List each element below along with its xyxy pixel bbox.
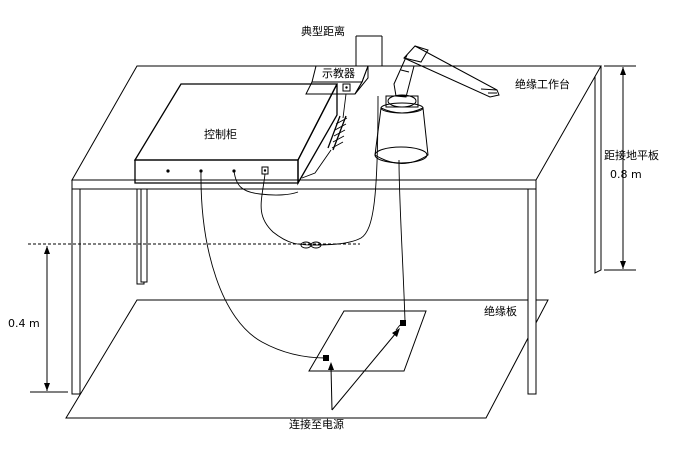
cabinet-robot-cable [260, 95, 379, 249]
pendant-cable [301, 93, 348, 179]
teach-pendant [305, 65, 369, 95]
table-legs [71, 66, 602, 395]
label-height-value: 0.8 m [610, 168, 642, 181]
label-teach-pendant: 示教器 [322, 67, 355, 80]
label-connect-power: 连接至电源 [289, 417, 344, 431]
insulation-board [308, 310, 427, 372]
label-typical-distance: 典型距离 [301, 24, 345, 38]
control-cabinet [133, 83, 339, 186]
label-floor-gap: 0.4 m [8, 317, 40, 330]
label-height-from-floor: 距接地平板 [604, 148, 659, 162]
floor-gap-dimension [30, 246, 68, 393]
cabinet-side-cable [233, 170, 299, 196]
ground-plane [65, 299, 549, 419]
power-arrows [328, 328, 400, 411]
label-insulated-workbench: 绝缘工作台 [515, 77, 570, 91]
power-cables [200, 159, 406, 361]
label-insulation-board: 绝缘板 [484, 304, 517, 318]
label-control-cabinet: 控制柜 [204, 127, 237, 141]
typical-distance-marker [355, 35, 383, 66]
robot-arm [374, 45, 500, 164]
table-height-dimension [604, 65, 636, 271]
insulated-workbench [71, 65, 602, 395]
